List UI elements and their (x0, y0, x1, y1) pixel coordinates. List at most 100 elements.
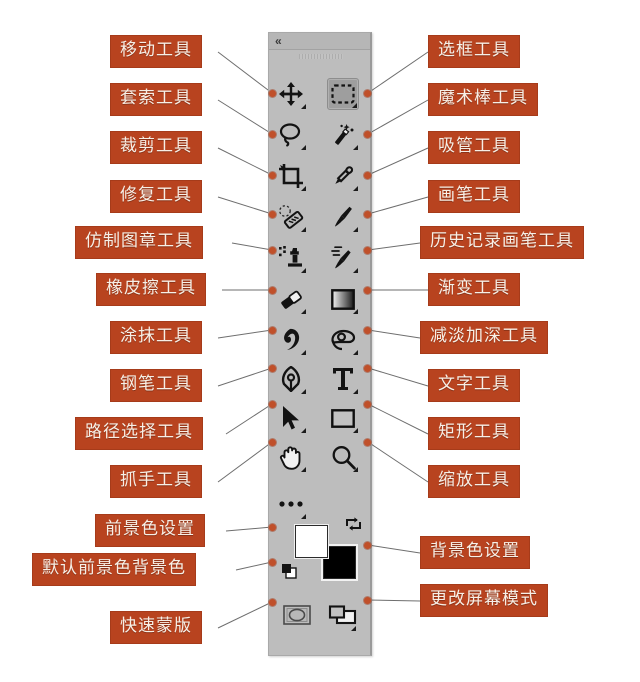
zoom-tool[interactable] (327, 441, 359, 473)
label-default-colors: 默认前景色背景色 (32, 553, 196, 586)
default-colors-icon[interactable] (281, 563, 298, 585)
tool-flyout-indicator[interactable] (351, 626, 356, 631)
panel-gripper[interactable] (299, 54, 343, 59)
label-dodge-burn-tool: 减淡加深工具 (420, 321, 548, 354)
tool-flyout-indicator[interactable] (353, 227, 358, 232)
label-background-color: 背景色设置 (420, 536, 530, 569)
background-color-swatch[interactable] (323, 546, 356, 579)
rectangle-tool[interactable] (327, 402, 359, 434)
smudge-tool[interactable] (275, 324, 307, 356)
anchor-dot (364, 597, 371, 604)
label-lasso-tool: 套索工具 (110, 83, 202, 116)
anchor-dot (269, 559, 276, 566)
marquee-tool[interactable] (327, 78, 359, 110)
anchor-dot (364, 247, 371, 254)
label-history-brush-tool: 历史记录画笔工具 (420, 226, 584, 259)
screen-mode-icon[interactable] (328, 605, 357, 632)
tool-flyout-indicator[interactable] (301, 268, 306, 273)
quick-mask-icon[interactable] (283, 605, 311, 630)
tool-flyout-indicator[interactable] (353, 186, 358, 191)
crop-tool[interactable] (275, 160, 307, 192)
label-gradient-tool: 渐变工具 (428, 273, 520, 306)
swap-colors-icon[interactable] (345, 516, 362, 538)
clone-stamp-tool[interactable] (275, 242, 307, 274)
lasso-tool[interactable] (275, 119, 307, 151)
label-brush-tool: 画笔工具 (428, 180, 520, 213)
tool-flyout-indicator[interactable] (353, 350, 358, 355)
anchor-dot (269, 211, 276, 218)
eraser-tool[interactable] (275, 283, 307, 315)
label-type-tool: 文字工具 (428, 369, 520, 402)
tool-flyout-indicator[interactable] (353, 467, 358, 472)
hand-tool[interactable] (275, 441, 307, 473)
tool-flyout-indicator[interactable] (301, 145, 306, 150)
label-hand-tool: 抓手工具 (110, 465, 202, 498)
anchor-dot (364, 131, 371, 138)
tool-flyout-indicator[interactable] (301, 350, 306, 355)
tool-flyout-indicator[interactable] (301, 186, 306, 191)
anchor-dot (269, 401, 276, 408)
anchor-dot (269, 439, 276, 446)
label-eyedropper-tool: 吸管工具 (428, 131, 520, 164)
label-zoom-tool: 缩放工具 (428, 465, 520, 498)
label-foreground-color: 前景色设置 (95, 514, 205, 547)
tool-flyout-indicator[interactable] (353, 428, 358, 433)
type-tool[interactable] (327, 363, 359, 395)
anchor-dot (269, 524, 276, 531)
label-eraser-tool: 橡皮擦工具 (96, 273, 206, 306)
collapse-panel-icon[interactable]: « (275, 34, 282, 48)
anchor-dot (269, 599, 276, 606)
tool-flyout-indicator[interactable] (301, 514, 306, 519)
tool-flyout-indicator[interactable] (353, 389, 358, 394)
label-move-tool: 移动工具 (110, 35, 202, 68)
tool-flyout-indicator[interactable] (353, 309, 358, 314)
tool-flyout-indicator[interactable] (301, 104, 306, 109)
anchor-dot (364, 365, 371, 372)
photoshop-toolbar-panel: « (268, 32, 372, 656)
label-crop-tool: 裁剪工具 (110, 131, 202, 164)
label-marquee-tool: 选框工具 (428, 35, 520, 68)
gradient-tool[interactable] (327, 283, 359, 315)
label-path-selection-tool: 路径选择工具 (75, 417, 203, 450)
tool-flyout-indicator[interactable] (352, 103, 357, 108)
anchor-dot (364, 172, 371, 179)
anchor-dot (269, 247, 276, 254)
anchor-dot (269, 172, 276, 179)
pen-tool[interactable] (275, 363, 307, 395)
label-magic-wand-tool: 魔术棒工具 (428, 83, 538, 116)
anchor-dot (269, 327, 276, 334)
label-smudge-tool: 涂抹工具 (110, 321, 202, 354)
label-screen-mode: 更改屏幕模式 (420, 584, 548, 617)
tool-flyout-indicator[interactable] (301, 389, 306, 394)
anchor-dot (269, 365, 276, 372)
anchor-dot (269, 287, 276, 294)
tool-flyout-indicator[interactable] (301, 309, 306, 314)
brush-tool[interactable] (327, 201, 359, 233)
anchor-dot (364, 439, 371, 446)
panel-titlebar: « (269, 33, 370, 50)
anchor-dot (364, 327, 371, 334)
tool-flyout-indicator[interactable] (301, 428, 306, 433)
tool-flyout-indicator[interactable] (353, 268, 358, 273)
healing-brush-tool[interactable] (275, 201, 307, 233)
magic-wand-tool[interactable] (327, 119, 359, 151)
anchor-dot (364, 211, 371, 218)
dodge-tool[interactable] (327, 324, 359, 356)
path-selection-tool[interactable] (275, 402, 307, 434)
label-healing-tool: 修复工具 (110, 180, 202, 213)
label-quick-mask: 快速蒙版 (110, 611, 202, 644)
anchor-dot (269, 90, 276, 97)
anchor-dot (364, 542, 371, 549)
label-clone-stamp-tool: 仿制图章工具 (75, 226, 203, 259)
more-tools[interactable] (275, 488, 307, 520)
history-brush-tool[interactable] (327, 242, 359, 274)
tool-flyout-indicator[interactable] (301, 467, 306, 472)
foreground-color-swatch[interactable] (295, 525, 328, 558)
tool-flyout-indicator[interactable] (301, 227, 306, 232)
label-pen-tool: 钢笔工具 (110, 369, 202, 402)
eyedropper-tool[interactable] (327, 160, 359, 192)
tool-flyout-indicator[interactable] (353, 145, 358, 150)
anchor-dot (364, 90, 371, 97)
move-tool[interactable] (275, 78, 307, 110)
